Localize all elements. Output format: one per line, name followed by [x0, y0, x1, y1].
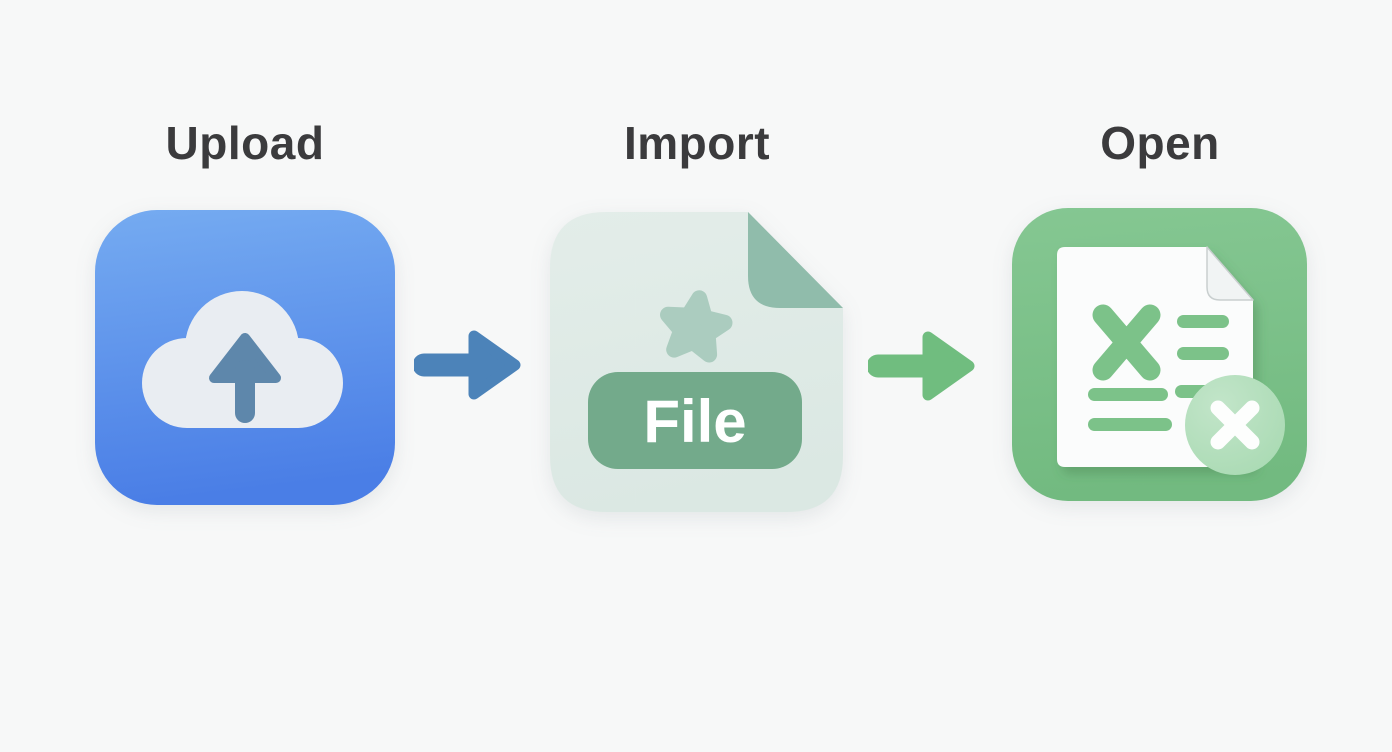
- file-import-icon: File: [550, 212, 843, 512]
- star-icon: [660, 290, 733, 363]
- arrow-right-icon-blue: [414, 330, 521, 400]
- step-label-open: Open: [1100, 117, 1220, 169]
- close-circle-badge: [1185, 375, 1285, 475]
- file-badge-label: File: [643, 388, 746, 455]
- arrow-right-icon-green: [868, 331, 975, 401]
- cloud-upload-icon: [95, 210, 395, 505]
- document-folded-corner: [1206, 246, 1254, 301]
- excel-x-letter: [1092, 304, 1161, 381]
- step-label-import: Import: [623, 117, 771, 169]
- upload-arrow-icon: [209, 333, 281, 423]
- file-badge: [588, 372, 802, 469]
- step-label-upload: Upload: [165, 117, 325, 169]
- cross-icon: [1210, 400, 1260, 450]
- spreadsheet-file-icon: [1012, 208, 1307, 501]
- file-folded-corner: [748, 212, 843, 308]
